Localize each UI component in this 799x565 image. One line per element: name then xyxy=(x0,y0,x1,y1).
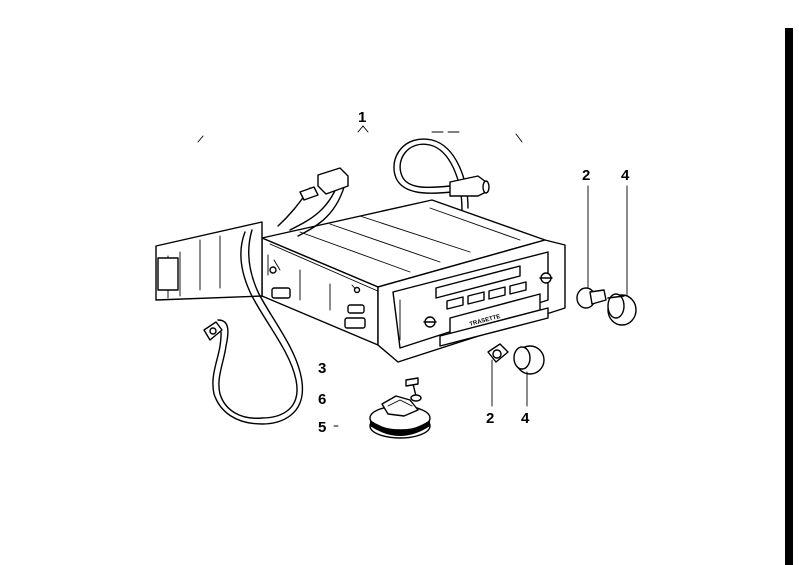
callout-labels: 1 2 4 3 6 5 2 4 xyxy=(318,109,630,436)
knob-assembly-lower xyxy=(487,343,545,375)
callout-5: 5 xyxy=(318,419,326,436)
speaker-cable xyxy=(203,229,304,425)
callout-1: 1 xyxy=(358,109,366,126)
power-lead xyxy=(277,167,349,237)
callout-4-lower: 4 xyxy=(521,410,530,427)
callout-2-right: 2 xyxy=(582,167,590,184)
antenna-cable xyxy=(393,138,490,211)
retaining-screw xyxy=(405,377,422,402)
radio-unit: TRASETTE xyxy=(155,199,566,363)
knob-assembly-right xyxy=(576,287,637,326)
callout-6: 6 xyxy=(318,391,326,408)
callout-2-lower: 2 xyxy=(486,410,494,427)
tuning-wheel xyxy=(369,395,431,439)
callout-4-right: 4 xyxy=(621,167,630,184)
page-edge-bar xyxy=(785,28,793,565)
leader-lines xyxy=(197,125,628,427)
callout-3: 3 xyxy=(318,360,326,377)
